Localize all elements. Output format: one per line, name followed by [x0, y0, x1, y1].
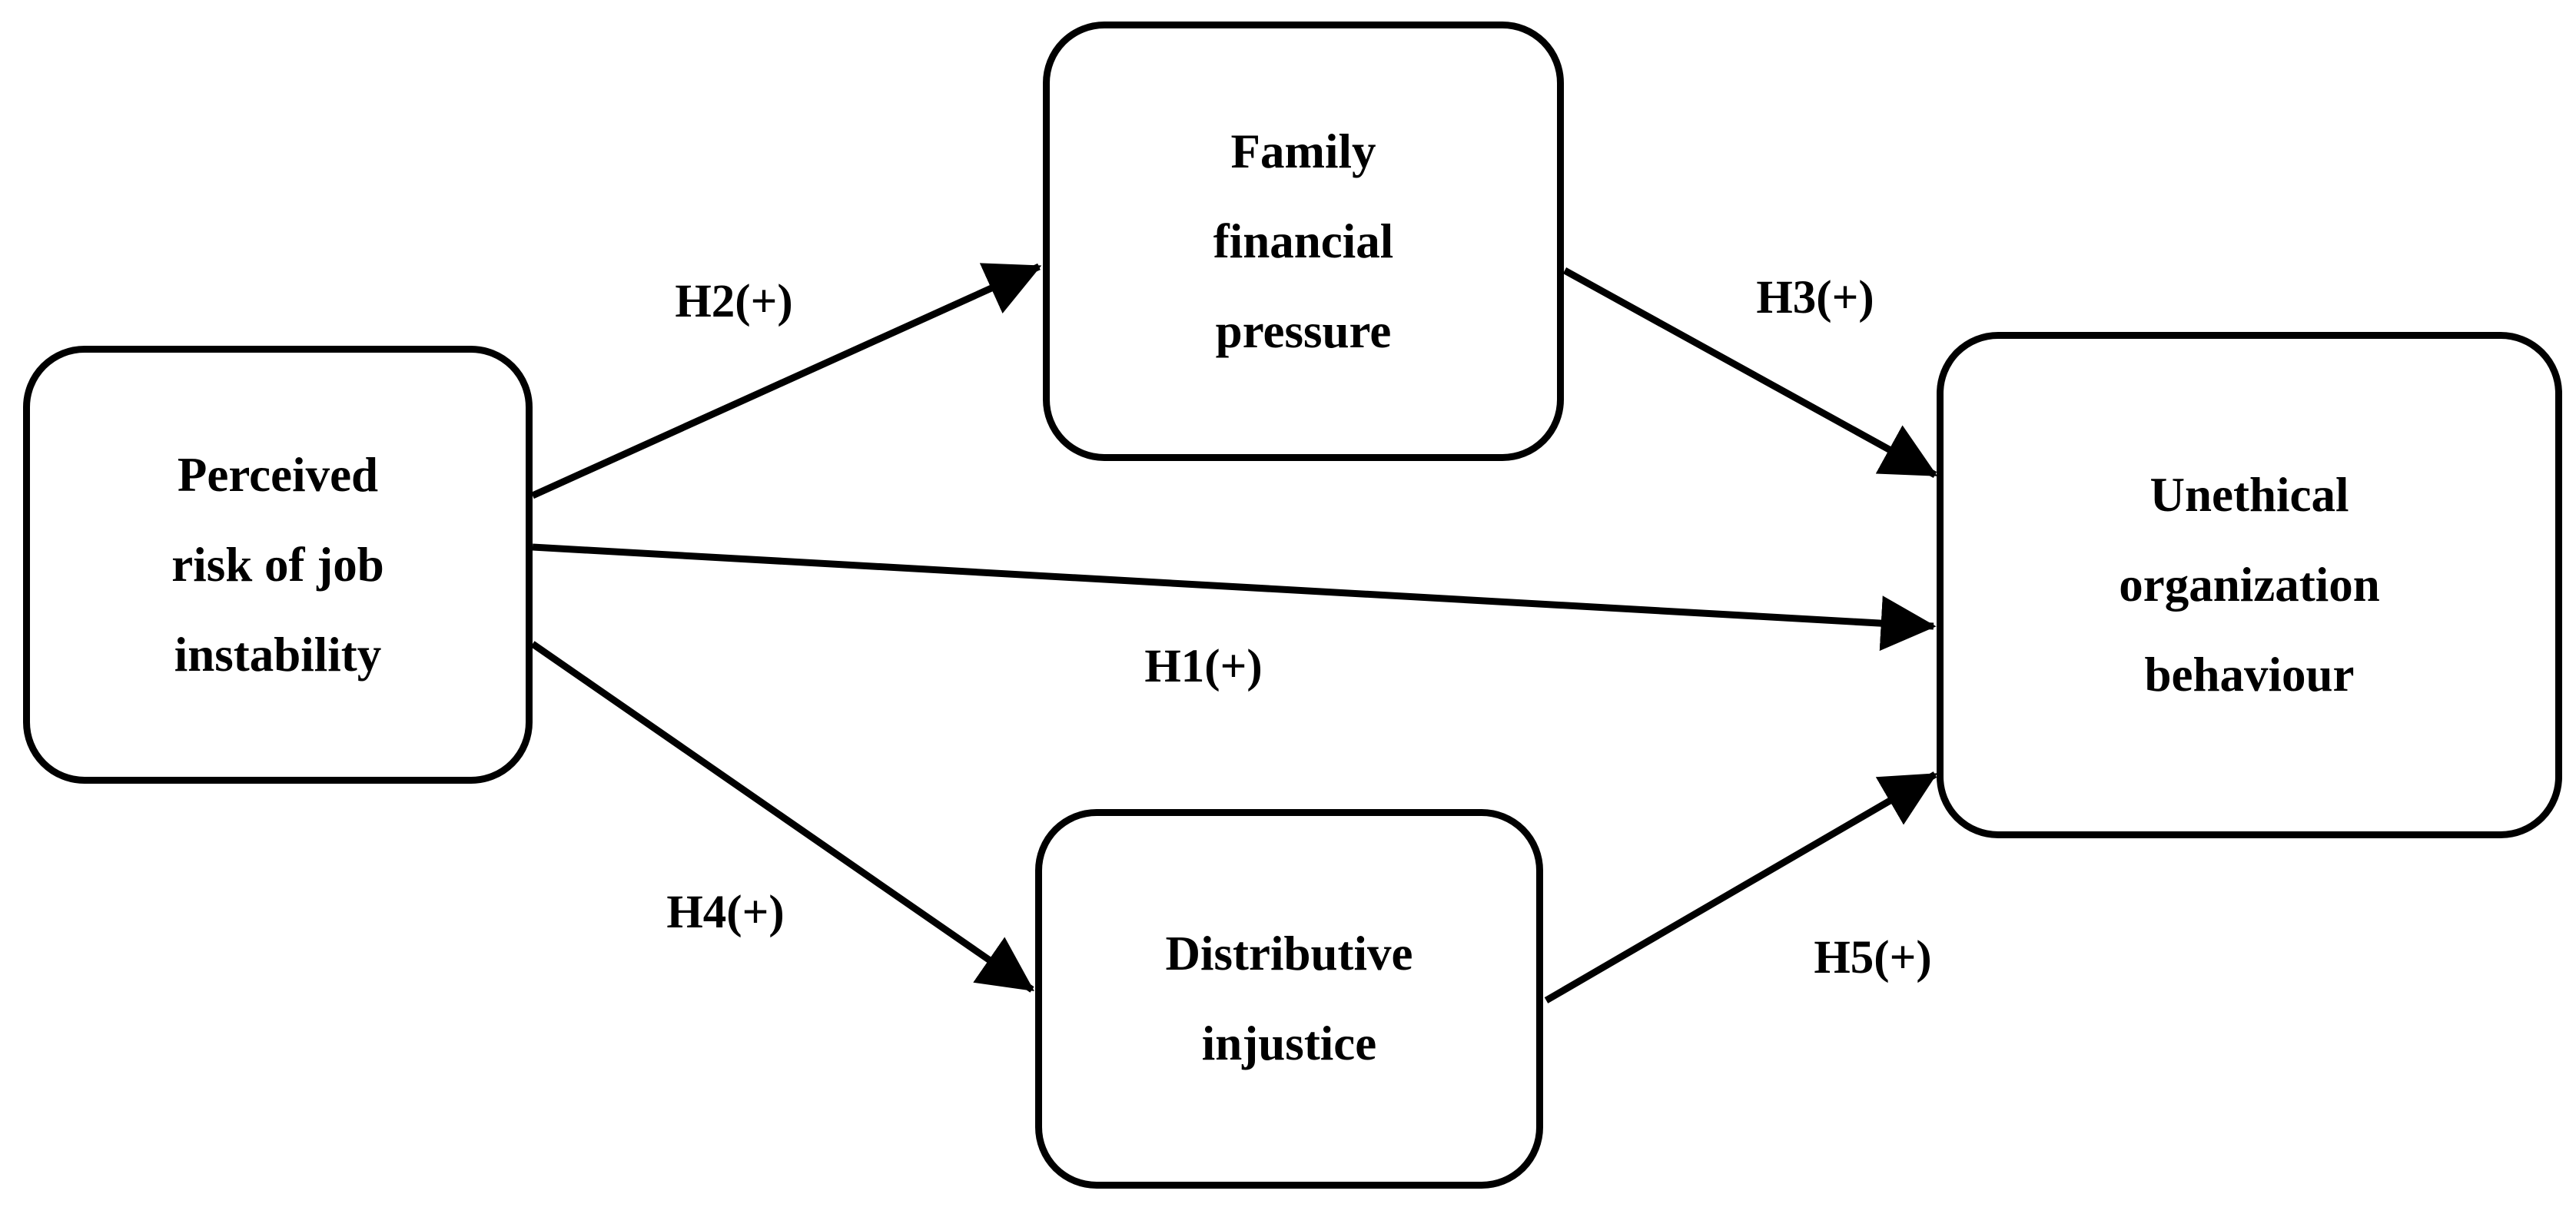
node-text-line: organization — [2119, 558, 2380, 612]
edge-h3-arrow — [1562, 267, 1938, 478]
node-text-line: Perceived — [177, 447, 379, 502]
edge-h5-arrow — [1544, 771, 1938, 1003]
edge-label-h3: H3(+) — [1756, 272, 1874, 323]
node-text-line: behaviour — [2144, 648, 2355, 702]
node-text-line: instability — [174, 627, 382, 682]
edge-h2-arrow — [531, 263, 1042, 499]
node-perceived-risk-of-job-instability: Perceived risk of job instability — [23, 346, 533, 784]
edge-h4-arrow — [530, 641, 1034, 993]
node-distributive-injustice: Distributive injustice — [1035, 809, 1543, 1189]
node-unethical-organization-behaviour: Unethical organization behaviour — [1937, 332, 2562, 838]
node-text-line: injustice — [1201, 1017, 1377, 1070]
edge-label-h2: H2(+) — [675, 276, 793, 327]
node-text-line: financial — [1213, 214, 1394, 268]
node-text-line: pressure — [1215, 304, 1392, 358]
edge-h1-arrow — [532, 543, 1937, 652]
edge-label-h4: H4(+) — [666, 887, 785, 938]
node-text-line: Family — [1230, 124, 1376, 178]
node-text-line: risk of job — [171, 537, 384, 592]
edge-label-h5: H5(+) — [1814, 932, 1932, 983]
node-text-line: Unethical — [2149, 468, 2349, 522]
node-family-financial-pressure: Family financial pressure — [1043, 22, 1564, 461]
node-text-line: Distributive — [1165, 927, 1413, 980]
edge-label-h1: H1(+) — [1144, 641, 1263, 692]
